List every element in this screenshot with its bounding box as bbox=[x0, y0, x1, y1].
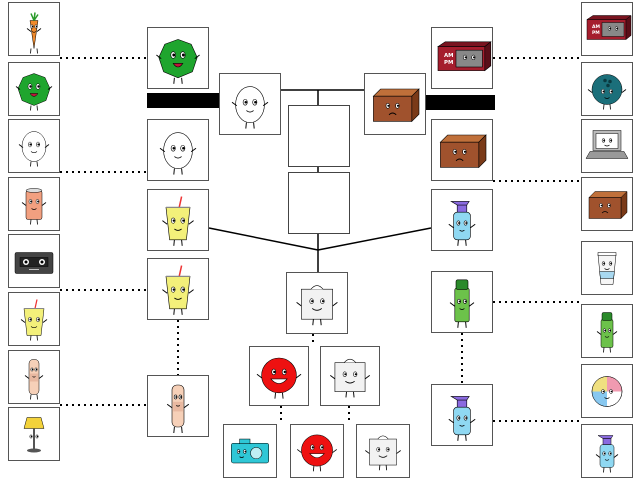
semi-right-brick-card bbox=[364, 73, 426, 135]
cassette-icon bbox=[14, 252, 54, 274]
final-slot-top bbox=[288, 105, 350, 167]
egg-icon bbox=[159, 132, 197, 175]
left-2-pea-card bbox=[8, 62, 60, 116]
egg-icon bbox=[231, 86, 269, 129]
marker-icon bbox=[449, 279, 475, 328]
inner-left-3-lemonade-card bbox=[147, 189, 209, 251]
bottom-1-redface-card bbox=[249, 346, 309, 406]
cup-icon bbox=[597, 252, 617, 285]
inner-right-1-clock-card: AM PM bbox=[431, 27, 493, 89]
bandage-icon bbox=[24, 359, 44, 400]
right-4-brick-card bbox=[581, 177, 633, 231]
connector bbox=[317, 227, 432, 251]
center-tissue-card bbox=[286, 272, 348, 334]
right-7-beachball-card bbox=[581, 364, 633, 418]
clock-icon: AM PM bbox=[437, 41, 492, 72]
right-8-spray-card bbox=[581, 424, 633, 478]
bottom-4-redface-card bbox=[290, 424, 344, 478]
bar-left bbox=[147, 93, 220, 108]
lamp-icon bbox=[23, 417, 45, 453]
brick-icon bbox=[588, 190, 628, 220]
beachball-icon bbox=[591, 376, 623, 407]
right-1-clock-card: AM PM bbox=[581, 2, 633, 56]
bottom-5-tissue-card bbox=[356, 424, 410, 478]
brick-icon bbox=[439, 134, 487, 169]
left-3-egg-card bbox=[8, 119, 60, 173]
inner-right-2-brick-card bbox=[431, 119, 493, 181]
inner-left-1-pea-card bbox=[147, 27, 209, 89]
brick-icon bbox=[372, 88, 420, 123]
tissue-icon bbox=[330, 358, 370, 398]
spray-icon bbox=[448, 201, 476, 246]
svg-text:AM: AM bbox=[444, 53, 454, 59]
svg-text:PM: PM bbox=[592, 30, 600, 36]
lemonade-icon bbox=[162, 196, 194, 246]
bottom-2-tissue-card bbox=[320, 346, 380, 406]
final-slot-bottom bbox=[288, 172, 350, 234]
right-6-marker-card bbox=[581, 304, 633, 358]
inner-left-2-egg-card bbox=[147, 119, 209, 181]
bowling-icon bbox=[587, 74, 627, 110]
can-icon bbox=[21, 188, 47, 225]
left-4-can-card bbox=[8, 177, 60, 231]
spray-icon bbox=[448, 396, 476, 441]
marker-icon bbox=[596, 312, 618, 353]
carrot-icon bbox=[26, 12, 42, 54]
connector bbox=[208, 227, 319, 251]
left-6-lemonade-card bbox=[8, 292, 60, 346]
left-7-bandage-card bbox=[8, 350, 60, 404]
svg-text:AM: AM bbox=[592, 24, 600, 30]
inner-right-4-marker-card bbox=[431, 271, 493, 333]
egg-icon bbox=[18, 131, 50, 167]
inner-left-4-lemonade-card bbox=[147, 258, 209, 320]
inner-right-3-spray-card bbox=[431, 189, 493, 251]
bar-right bbox=[425, 95, 495, 110]
right-2-bowling-card bbox=[581, 62, 633, 116]
pea-icon bbox=[15, 73, 53, 111]
bottom-3-camera-card bbox=[223, 424, 277, 478]
pea-icon bbox=[156, 39, 200, 84]
inner-right-5-spray-card bbox=[431, 384, 493, 446]
redface-icon bbox=[256, 357, 302, 399]
right-5-cup-card bbox=[581, 241, 633, 295]
lemonade-icon bbox=[162, 265, 194, 315]
camera-icon bbox=[231, 438, 269, 464]
semi-left-egg-card bbox=[219, 73, 281, 135]
lemonade-icon bbox=[20, 299, 48, 341]
left-8-lamp-card bbox=[8, 407, 60, 461]
left-1-carrot-card bbox=[8, 2, 60, 56]
laptop-icon bbox=[585, 130, 629, 159]
svg-text:PM: PM bbox=[444, 60, 453, 66]
tissue-icon bbox=[365, 435, 401, 471]
left-5-cassette-card bbox=[8, 234, 60, 288]
inner-left-5-bandage-card bbox=[147, 375, 209, 437]
right-3-laptop-card bbox=[581, 119, 633, 173]
tissue-icon bbox=[296, 285, 338, 326]
redface-icon bbox=[296, 434, 338, 472]
bandage-icon bbox=[166, 384, 190, 434]
clock-icon: AM PM bbox=[586, 14, 632, 41]
spray-icon bbox=[595, 435, 619, 473]
